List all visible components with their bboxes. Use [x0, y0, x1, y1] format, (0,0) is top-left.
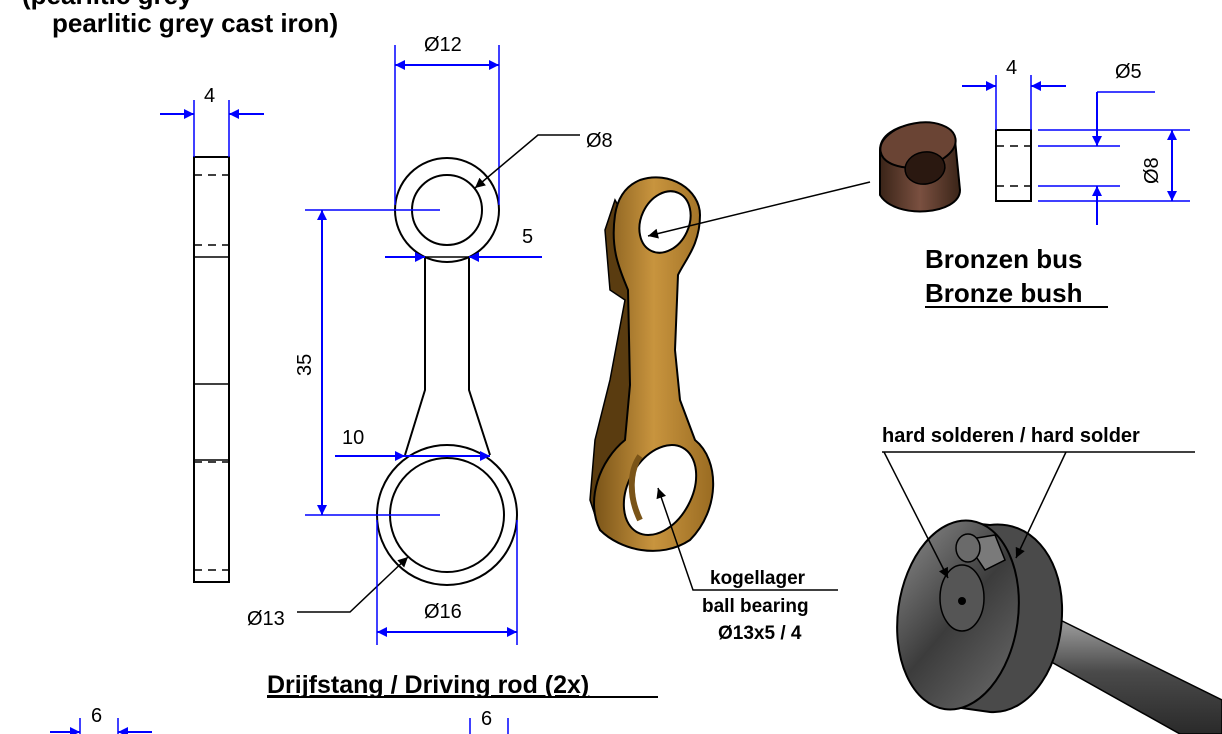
hard-solder-label: hard solderen / hard solder: [882, 425, 1140, 447]
rod-side-view: 4: [160, 85, 264, 583]
bush-3d-render: [879, 121, 962, 213]
shank-bottom-label: 10: [342, 427, 364, 449]
ball-bearing-size-label: Ø13x5 / 4: [718, 623, 802, 644]
rod-3d-render: [589, 176, 715, 552]
small-eye-outer-label: Ø12: [424, 34, 462, 56]
center-distance-label: 35: [294, 354, 316, 376]
bush-outer-diameter-label: Ø8: [1141, 157, 1163, 184]
crank-disc-3d-render: [896, 519, 1222, 734]
big-eye-inner-label: Ø13: [247, 608, 285, 630]
ball-bearing-nl-label: kogellager: [710, 568, 806, 589]
rod-front-view: 35 Ø12 Ø8 5 10 Ø13 Ø16: [247, 34, 613, 645]
bush-2d-view: 4 Ø5 Ø8: [962, 57, 1190, 225]
bush-inner-diameter-label: Ø5: [1115, 61, 1142, 83]
bush-title-en: Bronze bush: [925, 278, 1082, 308]
bottom-center-dimension: 6: [469, 708, 509, 734]
bottom-left-dimension: 6: [50, 705, 152, 734]
big-eye-outer-label: Ø16: [424, 601, 462, 623]
small-eye-inner-label: Ø8: [586, 130, 613, 152]
material-title-line1: (pearlitic grey: [22, 0, 193, 10]
bush-width-label: 4: [1006, 57, 1017, 79]
bottom-center-dim-label: 6: [481, 708, 492, 730]
bush-title-nl: Bronzen bus: [925, 244, 1082, 274]
shank-top-label: 5: [522, 226, 533, 248]
bottom-left-dim-label: 6: [91, 705, 102, 727]
material-title-line2: pearlitic grey cast iron): [52, 8, 338, 38]
rod-caption: Drijfstang / Driving rod (2x): [267, 671, 589, 699]
side-thickness-label: 4: [204, 85, 215, 107]
ball-bearing-en-label: ball bearing: [702, 596, 809, 617]
